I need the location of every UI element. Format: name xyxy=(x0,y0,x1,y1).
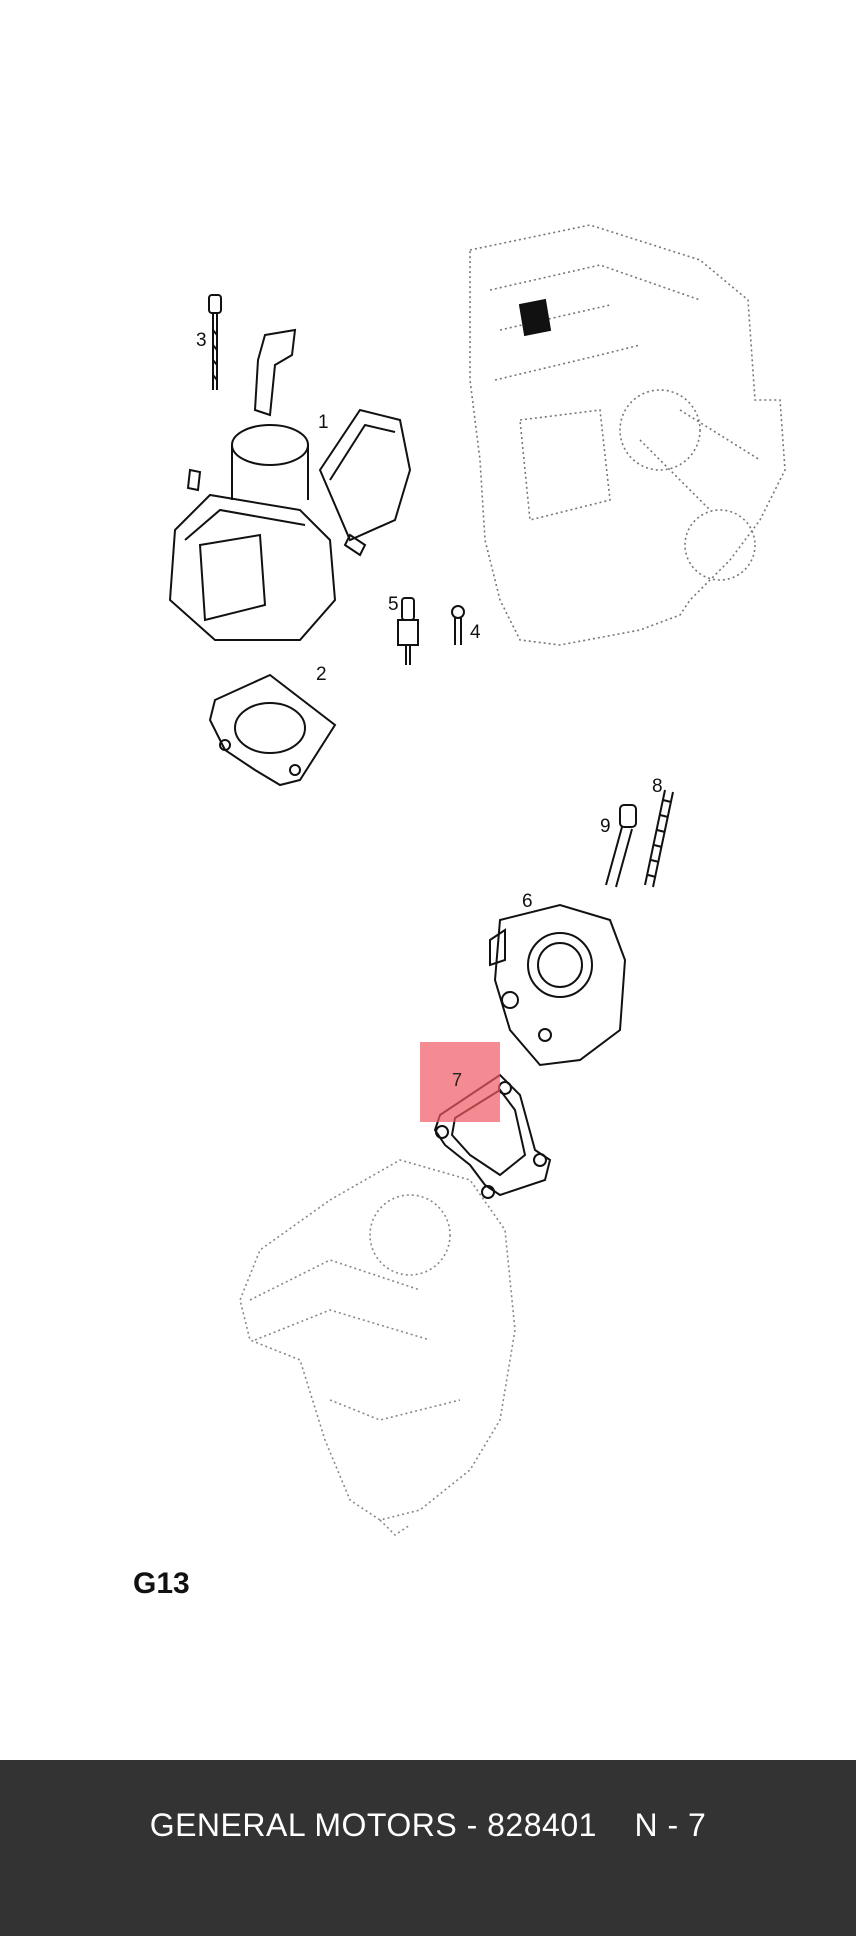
diagram-caption: G13 xyxy=(133,1567,190,1600)
highlight-box xyxy=(420,1042,500,1122)
bolt-9 xyxy=(605,804,637,888)
footer-separator: - xyxy=(457,1807,488,1843)
bolt-3 xyxy=(208,294,222,390)
engine-cap-icon xyxy=(518,298,552,337)
callout-9: 9 xyxy=(600,816,611,837)
stud-8 xyxy=(644,789,674,888)
footer-brand: GENERAL MOTORS xyxy=(149,1807,458,1843)
sensor-5 xyxy=(397,597,419,665)
footer-spacer xyxy=(597,1807,635,1843)
throttle-body-1 xyxy=(168,328,412,641)
intake-manifold-outline xyxy=(239,1159,516,1537)
footer-title: GENERAL MOTORS - 828401 N - 7 xyxy=(0,1807,856,1844)
footer-reference: N - 7 xyxy=(634,1807,707,1843)
callout-1: 1 xyxy=(318,412,329,433)
footer-part-number: 828401 xyxy=(487,1807,597,1843)
callout-6: 6 xyxy=(522,891,533,912)
footer-bar: GENERAL MOTORS - 828401 N - 7 xyxy=(0,1760,856,1936)
throttle-body-6 xyxy=(489,903,627,1067)
callout-2: 2 xyxy=(316,664,327,685)
callout-7: 7 xyxy=(452,1070,462,1090)
gasket-7 xyxy=(433,1073,552,1199)
engine-block-outline xyxy=(469,224,786,646)
callout-3: 3 xyxy=(196,330,207,351)
screw-4 xyxy=(451,605,465,645)
gasket-2 xyxy=(208,673,337,787)
callout-4: 4 xyxy=(470,622,481,643)
callout-5: 5 xyxy=(388,594,399,615)
callout-8: 8 xyxy=(652,776,663,797)
parts-diagram: 1 2 3 4 5 6 7 8 9 G13 xyxy=(133,224,786,1600)
